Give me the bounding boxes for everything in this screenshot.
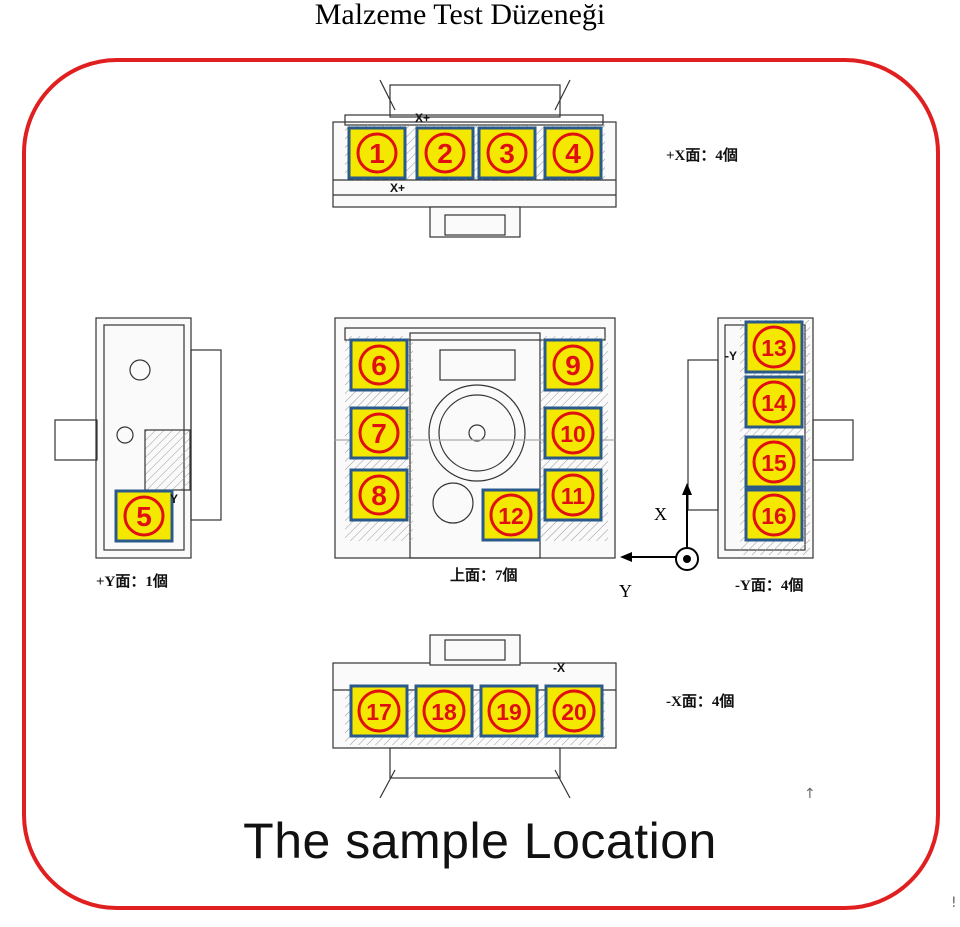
sample-17: 17 bbox=[349, 684, 409, 738]
sample-19: 19 bbox=[479, 684, 539, 738]
x-arrowhead-icon bbox=[682, 483, 692, 495]
z-dot-icon bbox=[683, 555, 691, 563]
label-minus-y: -Y面：4個 bbox=[735, 576, 803, 594]
sample-11: 11 bbox=[543, 468, 603, 522]
sample-16: 16 bbox=[744, 488, 804, 542]
sample-9: 9 bbox=[543, 338, 603, 392]
label-minus-x: -X面：4個 bbox=[666, 692, 734, 710]
sample-20: 20 bbox=[544, 684, 604, 738]
sample-2-number: 2 bbox=[437, 138, 453, 169]
sample-6-number: 6 bbox=[371, 350, 387, 381]
axis-x-label: X bbox=[654, 504, 667, 524]
caption: The sample Location bbox=[243, 813, 717, 869]
sample-17-number: 17 bbox=[366, 699, 392, 725]
sample-16-number: 16 bbox=[761, 503, 787, 529]
sample-5: 5 bbox=[114, 489, 174, 543]
sample-8-number: 8 bbox=[371, 480, 387, 511]
sample-10: 10 bbox=[543, 406, 603, 460]
face-labels: +X面：4個 +Y面：1個 上面：7個 -Y面：4個 -X面：4個 bbox=[96, 146, 803, 710]
coordinate-axes bbox=[620, 483, 699, 571]
sample-14: 14 bbox=[744, 375, 804, 429]
sample-14-number: 14 bbox=[761, 390, 787, 416]
sample-7-number: 7 bbox=[371, 418, 387, 449]
label-plus-x: +X面：4個 bbox=[666, 146, 738, 164]
sample-15-number: 15 bbox=[761, 450, 787, 476]
sample-7: 7 bbox=[349, 406, 409, 460]
y-arrowhead-icon bbox=[620, 552, 632, 562]
sample-12-number: 12 bbox=[498, 503, 524, 529]
sample-15: 15 bbox=[744, 435, 804, 489]
stray-mark-a: ↑ bbox=[804, 786, 816, 802]
red-rounded-frame bbox=[22, 58, 940, 910]
sample-13: 13 bbox=[744, 320, 804, 374]
mark-y-right: -Y bbox=[725, 349, 737, 363]
stray-mark-b: ! bbox=[951, 895, 957, 911]
label-top: 上面：7個 bbox=[450, 566, 518, 584]
sample-18: 18 bbox=[414, 684, 474, 738]
sample-12: 12 bbox=[481, 488, 541, 542]
samples: 1 2 3 4 5 6 bbox=[114, 126, 804, 738]
sample-1-number: 1 bbox=[369, 138, 385, 169]
mark-xminus: -X bbox=[553, 661, 565, 675]
axis-y-label: Y bbox=[619, 581, 632, 601]
label-plus-y: +Y面：1個 bbox=[96, 572, 168, 590]
sample-8: 8 bbox=[349, 468, 409, 522]
sample-1: 1 bbox=[347, 126, 407, 180]
sample-6: 6 bbox=[349, 338, 409, 392]
sample-19-number: 19 bbox=[496, 699, 522, 725]
sample-9-number: 9 bbox=[565, 350, 581, 381]
sample-10-number: 10 bbox=[560, 421, 586, 447]
direction-marks: X+ X+ -X Y -Y bbox=[170, 111, 737, 675]
page-title: Malzeme Test Düzeneği bbox=[314, 0, 606, 31]
sample-13-number: 13 bbox=[761, 335, 787, 361]
mark-y-left: Y bbox=[170, 492, 178, 506]
sample-2: 2 bbox=[415, 126, 475, 180]
sample-20-number: 20 bbox=[561, 699, 587, 725]
mark-xplus-top: X+ bbox=[415, 111, 430, 125]
sample-18-number: 18 bbox=[431, 699, 457, 725]
mark-xplus-bottom: X+ bbox=[390, 181, 405, 195]
sample-3: 3 bbox=[477, 126, 537, 180]
sample-11-number: 11 bbox=[561, 483, 586, 509]
sample-5-number: 5 bbox=[136, 501, 152, 532]
sample-4: 4 bbox=[543, 126, 603, 180]
sample-4-number: 4 bbox=[565, 138, 581, 169]
sample-3-number: 3 bbox=[499, 138, 515, 169]
